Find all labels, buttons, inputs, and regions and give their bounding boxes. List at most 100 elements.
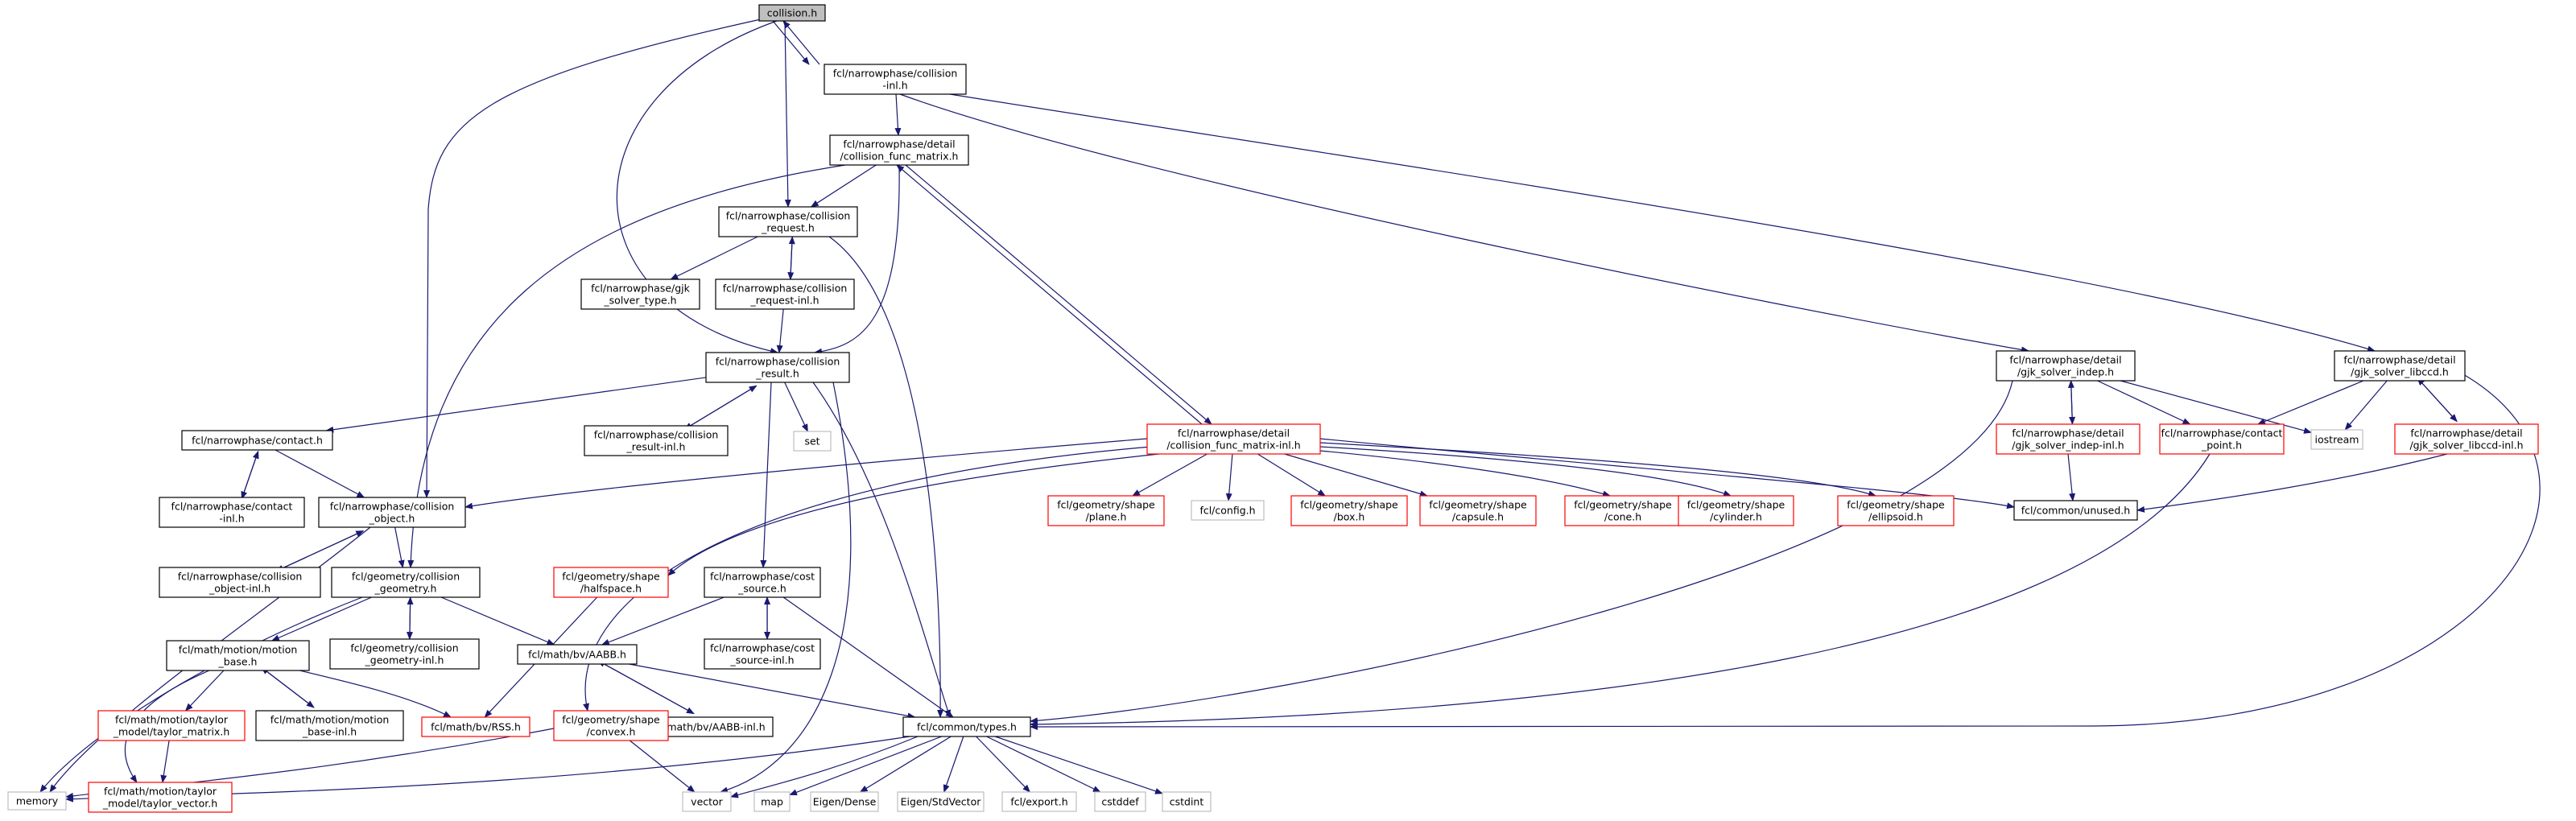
node-motion-base-inl[interactable]: fcl/math/motion/motion_base-inl.h (255, 710, 404, 741)
node-iostream[interactable]: iostream (2310, 429, 2363, 450)
node-gjk-solver-libccd-inl[interactable]: fcl/narrowphase/detail/gjk_solver_libccd… (2394, 423, 2539, 455)
node-box (2310, 429, 2363, 450)
node-cstddef[interactable]: cstddef (1094, 791, 1146, 812)
edge-collision-result-to-cost-source (760, 382, 772, 568)
node-box (753, 791, 791, 812)
node-motion-base[interactable]: fcl/math/motion/motion_base.h (166, 640, 310, 671)
node-cstdint[interactable]: cstdint (1162, 791, 1212, 812)
edge-gjk-solver-libccd-inl-to-unused-h (2136, 453, 2448, 513)
node-collision-h[interactable]: collision.h (758, 4, 826, 22)
node-label-line: fcl/geometry/shape (1300, 499, 1398, 511)
node-collision-object[interactable]: fcl/narrowphase/collision_object.h (318, 497, 466, 528)
node-label-line: _source-inl.h (729, 654, 794, 666)
node-taylor-matrix[interactable]: fcl/math/motion/taylor_model/taylor_matr… (97, 710, 246, 741)
node-contact-inl[interactable]: fcl/narrowphase/contact-inl.h (159, 497, 305, 528)
node-memory[interactable]: memory (7, 791, 67, 811)
node-vector[interactable]: vector (682, 791, 732, 812)
node-gjk-solver-libccd[interactable]: fcl/narrowphase/detail/gjk_solver_libccd… (2334, 350, 2466, 382)
node-label-line: /gjk_solver_libccd-inl.h (2409, 439, 2523, 452)
node-collision-result[interactable]: fcl/narrowphase/collision_result.h (705, 352, 850, 383)
node-collision-func-matrix-inl[interactable]: fcl/narrowphase/detail/collision_func_ma… (1146, 423, 1321, 455)
edge-types-h-to-cstddef (986, 736, 1101, 793)
node-collision-geometry[interactable]: fcl/geometry/collision_geometry.h (331, 567, 481, 598)
node-box (331, 567, 481, 598)
node-gjk-solver-type[interactable]: fcl/narrowphase/gjk_solver_type.h (580, 278, 700, 310)
node-label-line: fcl/narrowphase/collision (833, 68, 958, 80)
edge-gjk-solver-indep-to-contact-point (2097, 380, 2191, 425)
node-collision-request-inl[interactable]: fcl/narrowphase/collision_request-inl.h (715, 278, 855, 310)
node-label-line: fcl/geometry/shape (1429, 499, 1527, 511)
node-label-line: fcl/common/types.h (917, 721, 1017, 733)
edge-collision-func-matrix-to-collision-result (814, 164, 900, 355)
node-map[interactable]: map (753, 791, 791, 812)
node-plane[interactable]: fcl/geometry/shape/plane.h (1047, 495, 1165, 526)
node-collision-func-matrix[interactable]: fcl/narrowphase/detail/collision_func_ma… (829, 134, 969, 166)
node-types-h[interactable]: fcl/common/types.h (902, 716, 1031, 737)
edge-collision-func-matrix-inl-to-collision-func-matrix (896, 164, 1203, 425)
node-eigen-stdvector[interactable]: Eigen/StdVector (897, 791, 985, 812)
node-contact-h[interactable]: fcl/narrowphase/contact.h (181, 430, 333, 451)
node-box (580, 278, 700, 310)
node-cost-source[interactable]: fcl/narrowphase/cost_source.h (704, 567, 821, 598)
node-box (1678, 495, 1794, 526)
node-label-line: fcl/math/bv/AABB-inl.h (651, 721, 765, 733)
node-eigen-dense[interactable]: Eigen/Dense (810, 791, 879, 812)
node-aabb-h[interactable]: fcl/math/bv/AABB.h (517, 644, 638, 665)
node-label-line: /ellipsoid.h (1868, 511, 1923, 523)
node-label-line: _base.h (218, 656, 258, 668)
node-cost-source-inl[interactable]: fcl/narrowphase/cost_source-inl.h (704, 638, 821, 670)
node-box (421, 716, 530, 737)
edge-contact-h-to-collision-object (275, 449, 365, 498)
node-rss-h[interactable]: fcl/math/bv/RSS.h (421, 716, 530, 737)
node-taylor-vector[interactable]: fcl/math/motion/taylor_model/taylor_vect… (88, 782, 233, 813)
node-box (897, 791, 985, 812)
node-box[interactable]: fcl/geometry/shape/box.h (1290, 495, 1408, 526)
node-label-line: /cone.h (1604, 511, 1641, 523)
node-label-line: _model/taylor_matrix.h (113, 726, 230, 738)
node-set[interactable]: set (793, 431, 832, 452)
node-box (1146, 423, 1321, 455)
edge-gjk-solver-indep-inl-to-unused-h (2067, 453, 2076, 501)
node-collision-object-inl[interactable]: fcl/narrowphase/collision_object-inl.h (159, 567, 321, 598)
node-gjk-solver-indep-inl[interactable]: fcl/narrowphase/detail/gjk_solver_indep-… (1996, 423, 2140, 455)
node-box (553, 567, 669, 598)
node-halfspace[interactable]: fcl/geometry/shape/halfspace.h (553, 567, 669, 598)
node-cylinder[interactable]: fcl/geometry/shape/cylinder.h (1678, 495, 1794, 526)
edge-collision-func-matrix-inl-to-plane (1132, 453, 1208, 497)
edge-collision-geometry-to-memory (39, 596, 363, 793)
node-label-line: fcl/geometry/shape (1847, 499, 1945, 511)
node-collision-inl[interactable]: fcl/narrowphase/collision-inl.h (824, 64, 967, 95)
node-box (159, 567, 321, 598)
node-config-h[interactable]: fcl/config.h (1191, 500, 1265, 521)
node-label-line: fcl/narrowphase/collision (178, 571, 303, 583)
node-box (255, 710, 404, 741)
node-ellipsoid[interactable]: fcl/geometry/shape/ellipsoid.h (1837, 495, 1955, 526)
node-collision-request[interactable]: fcl/narrowphase/collision_request.h (718, 206, 858, 237)
edge-collision-func-matrix-inl-to-halfspace (667, 453, 1160, 576)
node-label-line: set (804, 435, 819, 448)
node-box (159, 497, 305, 528)
node-label-line: fcl/math/motion/motion (179, 644, 298, 656)
node-export-h[interactable]: fcl/export.h (1001, 791, 1077, 812)
node-box (1290, 495, 1408, 526)
node-convex[interactable]: fcl/geometry/shape/convex.h (553, 710, 669, 741)
node-label-line: fcl/geometry/shape (562, 571, 660, 583)
node-contact-point[interactable]: fcl/narrowphase/contact_point.h (2159, 423, 2285, 455)
node-box (1162, 791, 1212, 812)
node-label-line: fcl/geometry/shape (1057, 499, 1155, 511)
edge-gjk-solver-indep-inl-to-gjk-solver-indep (2067, 379, 2074, 424)
edge-collision-func-matrix-to-collision-geometry (407, 164, 846, 568)
node-label-line: _result-inl.h (626, 441, 686, 453)
edge-types-h-to-export-h (976, 736, 1031, 793)
edge-collision-request-inl-to-collision-request (788, 236, 795, 280)
node-collision-geometry-inl[interactable]: fcl/geometry/collision_geometry-inl.h (329, 638, 480, 670)
node-gjk-solver-indep[interactable]: fcl/narrowphase/detail/gjk_solver_indep.… (1996, 350, 2136, 382)
node-box (584, 425, 729, 456)
edge-motion-base-inl-to-motion-base (260, 666, 315, 708)
node-collision-result-inl[interactable]: fcl/narrowphase/collision_result-inl.h (584, 425, 729, 456)
node-label-line: vector (691, 796, 724, 808)
node-unused-h[interactable]: fcl/common/unused.h (2013, 500, 2138, 521)
node-capsule[interactable]: fcl/geometry/shape/capsule.h (1419, 495, 1537, 526)
node-cone[interactable]: fcl/geometry/shape/cone.h (1564, 495, 1682, 526)
